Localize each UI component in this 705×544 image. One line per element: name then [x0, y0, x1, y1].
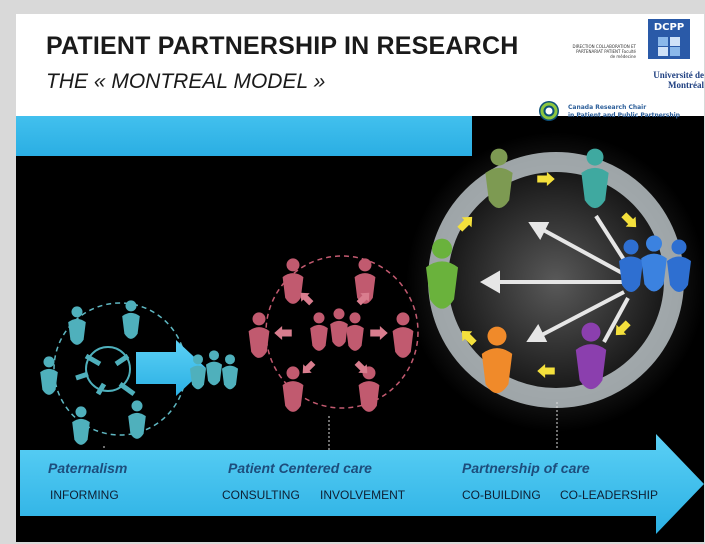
slide-header: PATIENT PARTNERSHIP IN RESEARCH THE « MO…	[16, 14, 704, 121]
faculty-logo-text: DIRECTION COLLABORATION ET PARTENARIAT P…	[572, 44, 637, 59]
chair-logo-text: Canada Research Chair in Patient and Pub…	[568, 104, 680, 119]
dcpp-logo: DCPP	[648, 19, 690, 59]
chair-logo-icon	[539, 101, 559, 121]
udem-logo: Université de Montréal	[653, 70, 704, 90]
dcpp-logo-text: DCPP	[653, 22, 685, 33]
level-involvement: INVOLVEMENT	[320, 488, 406, 502]
slide-title: PATIENT PARTNERSHIP IN RESEARCH	[46, 32, 519, 60]
level-informing: INFORMING	[50, 488, 119, 502]
slide-subtitle: THE « MONTREAL MODEL »	[46, 70, 326, 93]
continuum-diagram	[20, 132, 704, 534]
continuum-arrow	[20, 434, 704, 534]
stage-partnership-label: Partnership of care	[462, 460, 590, 476]
level-co-leadership: CO-LEADERSHIP	[560, 488, 659, 502]
stage-paternalism-label: Paternalism	[48, 460, 128, 476]
level-consulting: CONSULTING	[222, 488, 300, 502]
paternalism-group	[40, 300, 238, 450]
patient-centered-group	[248, 255, 419, 450]
level-co-building: CO-BUILDING	[462, 488, 541, 502]
paternalism-arrow	[136, 340, 206, 396]
puzzle-icon	[658, 37, 680, 56]
partnership-group	[406, 132, 704, 450]
slide: PATIENT PARTNERSHIP IN RESEARCH THE « MO…	[16, 14, 704, 542]
stage-patient-centered-label: Patient Centered care	[228, 460, 372, 476]
accent-bar	[16, 116, 472, 156]
